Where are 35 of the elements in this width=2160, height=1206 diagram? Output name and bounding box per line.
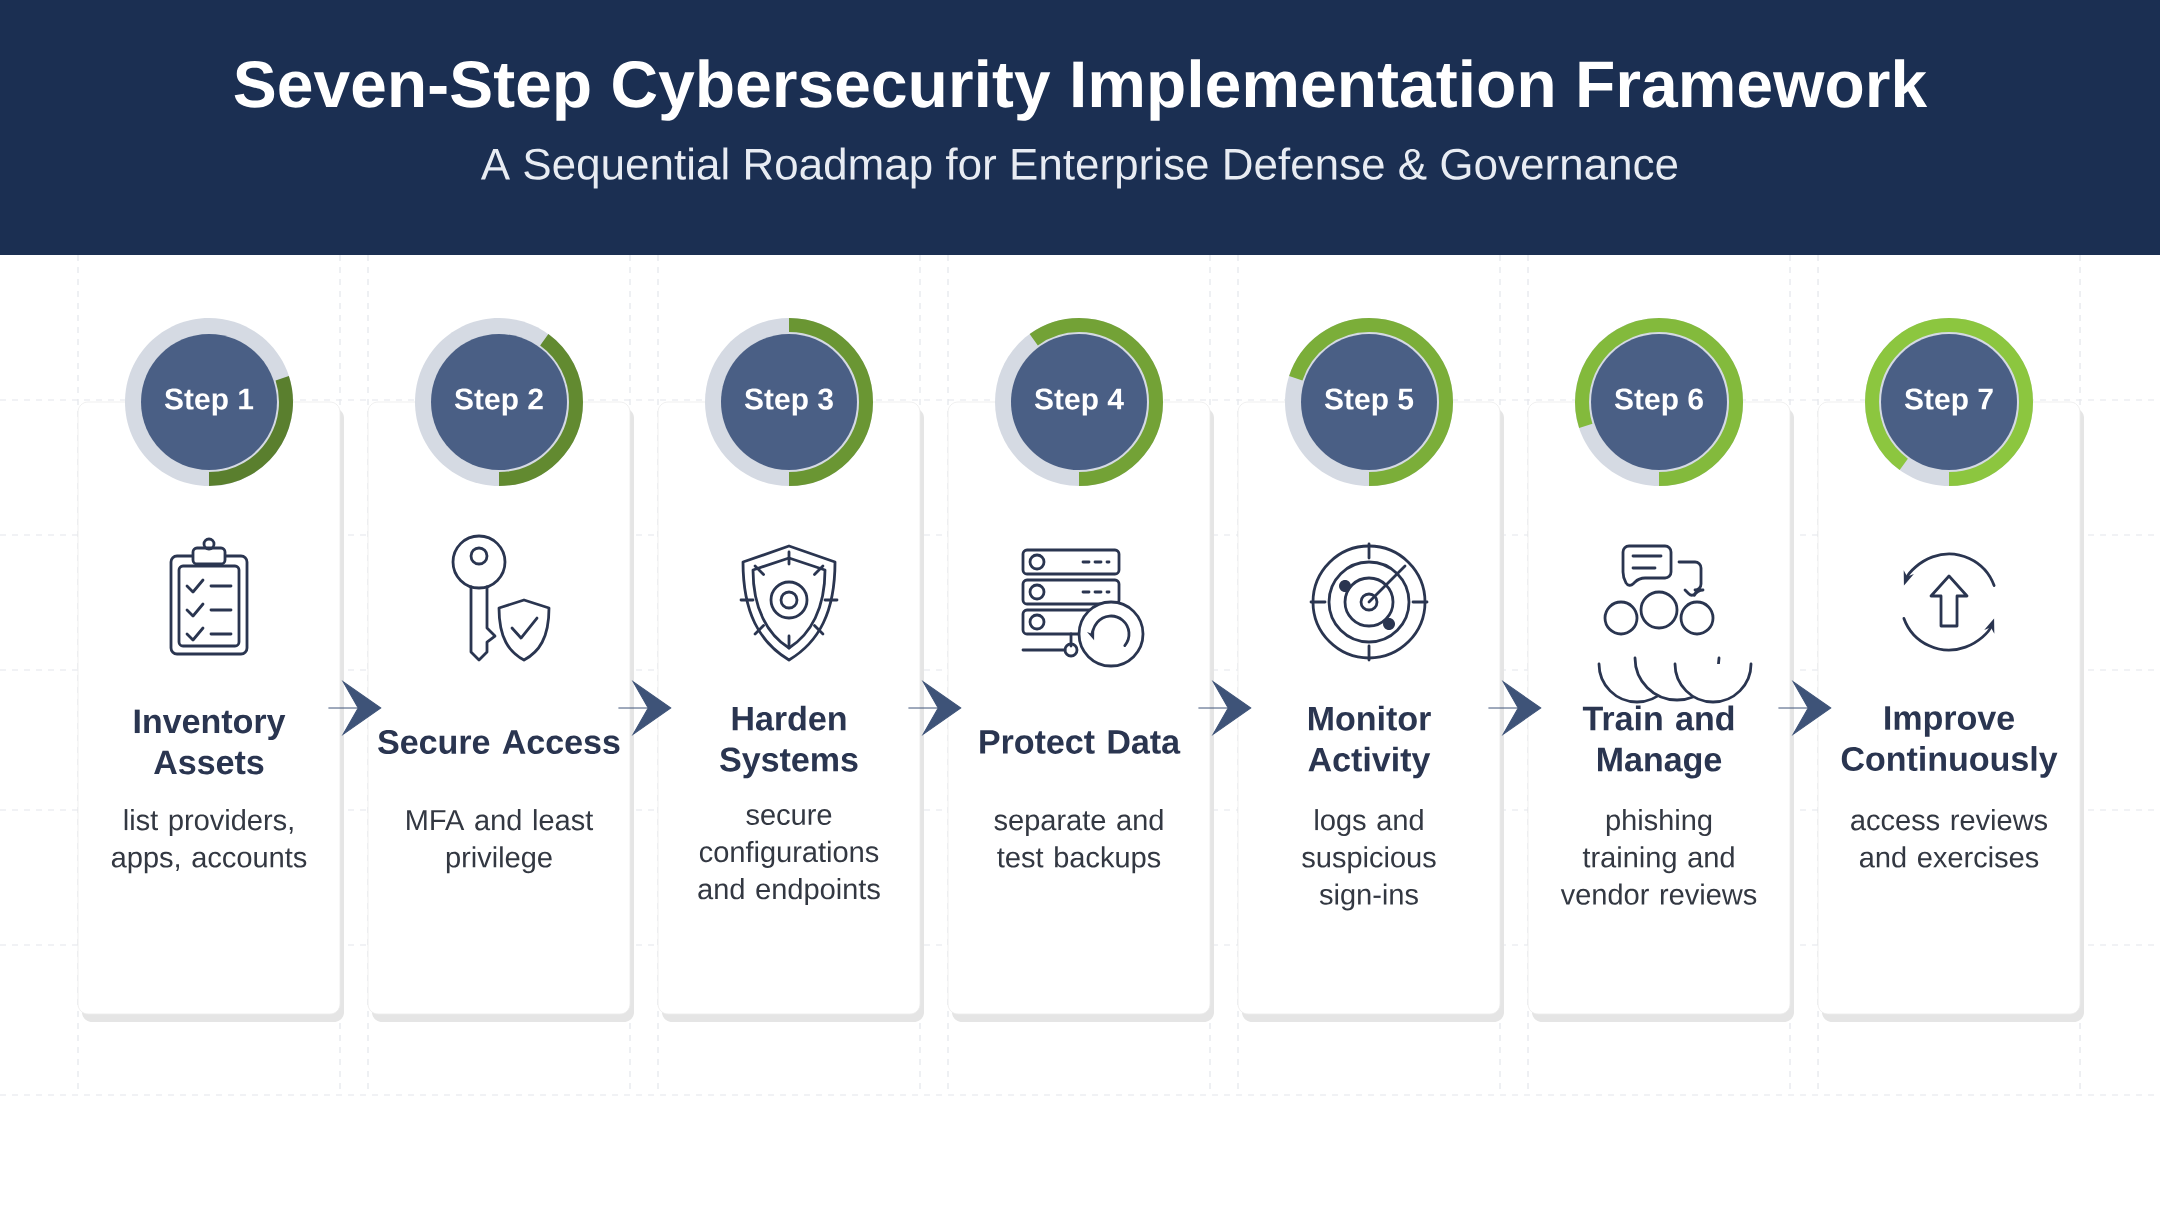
card-description: access reviews and exercises bbox=[1851, 809, 2048, 868]
card-title: Secure Access bbox=[378, 729, 620, 755]
step-badge: Step 5 bbox=[1285, 318, 1453, 486]
step-card bbox=[1527, 318, 1794, 1022]
step-card bbox=[77, 318, 344, 1022]
chevron-arrow bbox=[327, 681, 382, 735]
card-title: Monitor Activity bbox=[1308, 705, 1431, 779]
chevron-arrow bbox=[1777, 681, 1832, 735]
step-badge: Step 2 bbox=[415, 318, 583, 486]
chevron-arrow bbox=[907, 681, 962, 735]
card-title: Protect Data bbox=[980, 730, 1181, 754]
card-description: separate and test backups bbox=[994, 809, 1163, 874]
step-card bbox=[1237, 318, 1504, 1022]
step-badge: Step 6 bbox=[1575, 318, 1743, 486]
card-title: Harden Systems bbox=[720, 705, 858, 779]
step-card bbox=[657, 318, 924, 1022]
step-badge: Step 1 bbox=[125, 318, 293, 486]
card-title: Train and Manage bbox=[1582, 705, 1734, 779]
step-card bbox=[947, 318, 1214, 1022]
chevron-arrow bbox=[1197, 681, 1252, 735]
step-card bbox=[367, 318, 634, 1022]
card-description: MFA and least privilege bbox=[407, 809, 594, 874]
step-badge: Step 3 bbox=[705, 318, 873, 486]
card-title: Improve Continuously bbox=[1841, 706, 2058, 778]
step-card bbox=[1817, 318, 2084, 1022]
chevron-arrow bbox=[1487, 681, 1542, 735]
step-badge: Step 4 bbox=[995, 318, 1163, 486]
chevron-arrow bbox=[617, 681, 672, 735]
subtitle: A Sequential Roadmap for Enterprise Defense & Governance bbox=[480, 147, 1678, 189]
card-description: logs and suspicious sign-ins bbox=[1302, 809, 1436, 911]
card-description: secure configurations and endpoints bbox=[698, 809, 880, 906]
card-description: list providers, apps, accounts bbox=[111, 809, 307, 874]
card-description: phishing training and vendor reviews bbox=[1560, 809, 1757, 905]
step-badge: Step 7 bbox=[1865, 318, 2033, 486]
card-title: Inventory Assets bbox=[134, 709, 286, 775]
